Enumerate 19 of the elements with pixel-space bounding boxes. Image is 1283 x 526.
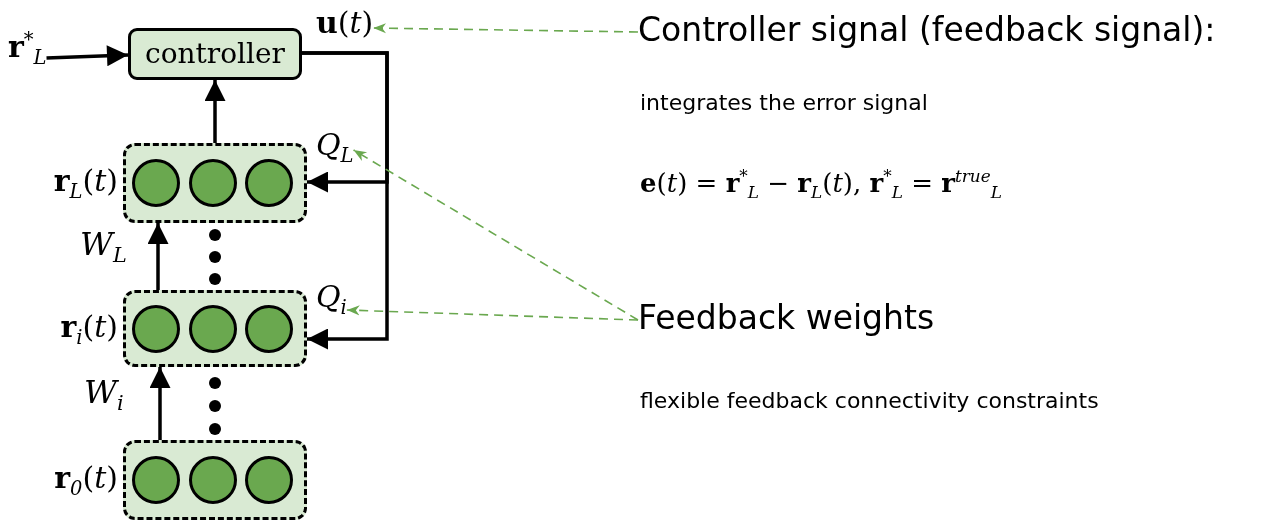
layer-label: r$_{L}$(t)	[53, 166, 118, 202]
arrow	[46, 45, 129, 67]
leader-line	[346, 305, 639, 321]
layer-label: r$_{0}$(t)	[54, 463, 118, 499]
arrow	[204, 80, 226, 143]
arrow	[302, 51, 389, 350]
math-symbol: u(t)	[316, 8, 374, 38]
math-symbol: Q$_{L}$	[316, 130, 354, 166]
heading-text: Controller signal (feedback signal):	[638, 10, 1216, 49]
description-text: flexible feedback connectivity constraints	[640, 388, 1099, 413]
leader-line	[352, 149, 639, 321]
description-text: integrates the error signal	[640, 90, 928, 115]
layer-label: r$_{i}$(t)	[60, 311, 118, 347]
arrow	[149, 367, 171, 440]
controller-box: controller	[128, 28, 302, 80]
heading-text: Feedback weights	[638, 298, 935, 337]
math-symbol: Q$_{i}$	[316, 282, 347, 318]
leader-line	[372, 23, 639, 34]
arrow	[147, 223, 169, 290]
